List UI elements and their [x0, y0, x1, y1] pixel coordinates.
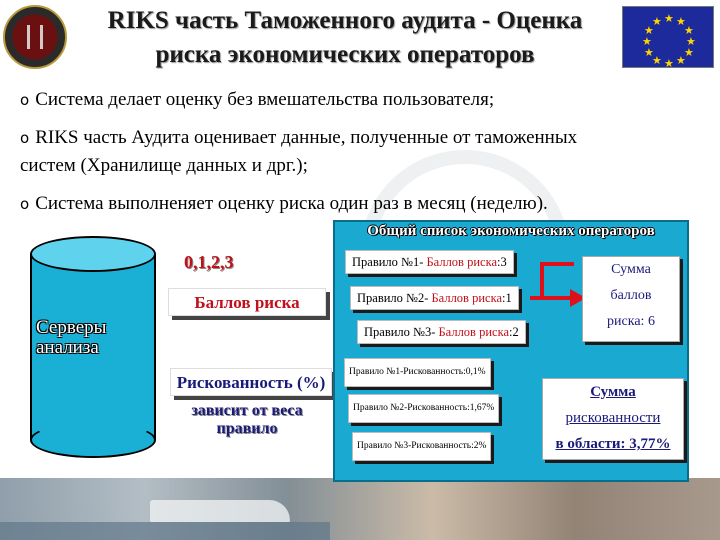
- rule-value: :1: [502, 291, 512, 305]
- bullet-mark: o: [20, 91, 30, 109]
- bullet-mark: o: [20, 129, 30, 147]
- arrow-line: [540, 262, 544, 298]
- sum-risk-line-2: рискованности: [565, 410, 661, 426]
- bullet-item-1: o Система делает оценку без вмешательства…: [20, 86, 710, 114]
- arrow-line: [540, 262, 574, 266]
- background-photo-strip: [0, 478, 720, 540]
- rule-value: :2: [509, 325, 519, 339]
- rule-points-3: Правило №3- Баллов риска:2: [357, 320, 526, 344]
- rule-risk-3: Правило №3-Рискованность:2%: [352, 432, 492, 461]
- bullet-mark: o: [20, 195, 30, 213]
- rule-label: Баллов риска: [426, 255, 498, 269]
- rule-points-1: Правило №1- Баллов риска:3: [345, 250, 514, 274]
- sum-points-line-2: баллов: [610, 288, 652, 303]
- depends-label: зависит от веса правило: [172, 402, 322, 438]
- rule-prefix: Правило №3-: [364, 325, 439, 339]
- database-cylinder-icon: [30, 236, 156, 458]
- rule-risk-1: Правило №1-Рискованность:0,1%: [344, 358, 491, 387]
- bullet-item-2: o RIKS часть Аудита оценивает данные, пол…: [20, 124, 710, 152]
- bullet-item-3: o Система выполненяет оценку риска один р…: [20, 190, 710, 218]
- cross-icon: [27, 25, 43, 49]
- sum-risk-box: Сумма рискованности в области: 3,77%: [542, 378, 684, 460]
- rule-risk-2: Правило №2-Рискованность:1,67%: [348, 394, 500, 423]
- customs-emblem-logo: [3, 5, 67, 69]
- rule-label: Баллов риска: [431, 291, 503, 305]
- sum-points-line-1: Сумма: [611, 262, 651, 277]
- ship-image: [150, 500, 290, 522]
- bullet-text: систем (Хранилище данных и дрг.);: [20, 155, 308, 176]
- title-line-1: RIKS часть Таможенного аудита - Оценка: [107, 7, 583, 34]
- sum-risk-line-3: в области: 3,77%: [555, 436, 671, 452]
- servers-label-line-1: Серверы: [36, 317, 107, 338]
- title-line-2: риска экономических операторов: [155, 41, 535, 68]
- rule-prefix: Правило №2-: [357, 291, 432, 305]
- risk-points-label: Баллов риска: [168, 288, 326, 316]
- bullet-text: Система делает оценку без вмешательства …: [35, 89, 495, 110]
- panel-title: Общий список экономических операторов: [367, 223, 655, 239]
- depends-label-line-1: зависит от веса: [191, 402, 303, 419]
- sum-points-line-3: риска: 6: [607, 314, 655, 329]
- scores-label: 0,1,2,3: [184, 252, 234, 272]
- rule-points-2: Правило №2- Баллов риска:1: [350, 286, 519, 310]
- bullet-text: RIKS часть Аудита оценивает данные, полу…: [35, 127, 578, 148]
- bullet-text: Система выполненяет оценку риска один ра…: [35, 193, 548, 214]
- rule-prefix: Правило №1-: [352, 255, 427, 269]
- rule-label: Баллов риска: [438, 325, 510, 339]
- depends-label-line-2: правило: [216, 420, 278, 437]
- sum-risk-line-1: Сумма: [590, 384, 636, 400]
- servers-label: Серверы анализа: [36, 318, 106, 358]
- water-image: [0, 522, 330, 540]
- arrow-line: [530, 296, 574, 300]
- servers-label-line-2: анализа: [36, 337, 99, 358]
- bullet-item-2-cont: систем (Хранилище данных и дрг.);: [20, 152, 710, 179]
- eu-flag-icon: ★ ★ ★ ★ ★ ★ ★ ★ ★ ★ ★ ★: [622, 6, 714, 69]
- sum-points-box: Сумма баллов риска: 6: [582, 256, 680, 342]
- riskiness-label: Рискованность (%): [170, 368, 332, 396]
- page-title: RIKS часть Таможенного аудита - Оценка р…: [72, 4, 618, 72]
- rule-value: :3: [497, 255, 507, 269]
